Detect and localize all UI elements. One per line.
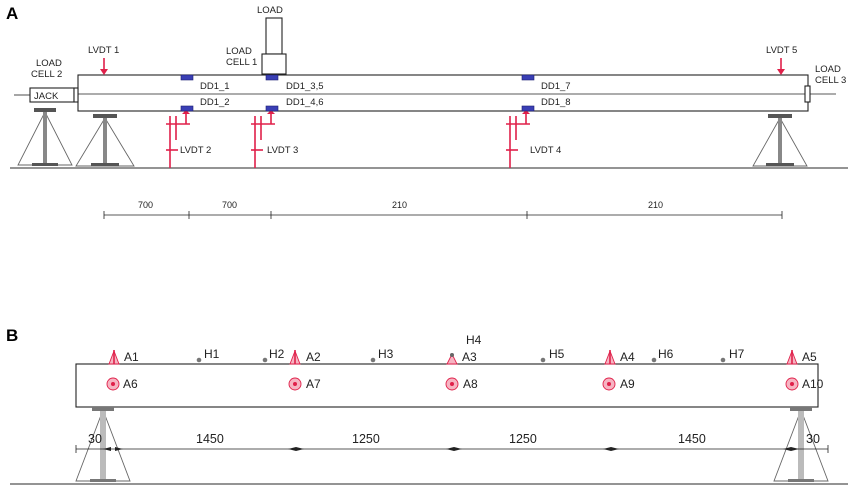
marker-h1 <box>196 357 202 363</box>
marker-h3-label: H3 <box>378 347 394 361</box>
sensor-a9-label: A9 <box>620 377 635 391</box>
support-left <box>75 114 135 167</box>
support-right <box>752 114 808 167</box>
sensor-a8 <box>445 377 459 391</box>
gauge-dd1-1 <box>180 74 194 81</box>
dim-a-3: 210 <box>392 200 407 210</box>
dim-b-6: 30 <box>806 432 820 446</box>
dim-b-3: 1250 <box>352 432 380 446</box>
load-cell-1-label-line2: CELL 1 <box>226 57 257 68</box>
lvdt-5-arrow <box>777 58 785 75</box>
sensor-a1 <box>108 349 120 365</box>
sensor-a2-label: A2 <box>306 350 321 364</box>
lvdt-4-stand <box>506 110 530 168</box>
gauge-dd1-2 <box>180 105 194 112</box>
marker-h7 <box>720 357 726 363</box>
sensor-a9 <box>602 377 616 391</box>
gauge-dd1-7 <box>521 74 535 81</box>
jack-label: JACK <box>34 91 59 102</box>
lvdt-2-label: LVDT 2 <box>180 145 211 156</box>
marker-h2-label: H2 <box>269 347 285 361</box>
marker-h6-label: H6 <box>658 347 674 361</box>
dim-a-4: 210 <box>648 200 663 210</box>
dim-b-1: 30 <box>88 432 102 446</box>
sensor-a6 <box>106 377 120 391</box>
dimension-line-a <box>103 211 783 219</box>
sensor-a5 <box>786 349 798 365</box>
sensor-a4-label: A4 <box>620 350 635 364</box>
support-b-left <box>75 407 131 482</box>
load-cell-3-plate <box>804 85 811 103</box>
marker-h4-label: H4 <box>466 333 482 347</box>
lvdt-3-stand <box>251 110 275 168</box>
load-cell-1 <box>261 53 287 75</box>
support-b-right <box>773 407 829 482</box>
gauge-dd1-1-label: DD1_1 <box>200 81 230 92</box>
load-cell-3-label-line1: LOAD <box>815 64 841 75</box>
lvdt-2-stand <box>166 110 190 168</box>
sensor-a3-label: A3 <box>462 350 477 364</box>
sensor-a7 <box>288 377 302 391</box>
sensor-a3 <box>446 352 458 365</box>
sensor-a2 <box>289 349 301 365</box>
load-cell-1-label-line1: LOAD <box>226 46 252 57</box>
dim-a-1: 700 <box>138 200 153 210</box>
panel-b-letter: B <box>6 326 18 345</box>
lvdt-4-label: LVDT 4 <box>530 145 561 156</box>
lvdt-1-label: LVDT 1 <box>88 45 119 56</box>
sensor-a1-label: A1 <box>124 350 139 364</box>
lvdt-1-arrow <box>100 58 108 75</box>
dim-b-5: 1450 <box>678 432 706 446</box>
marker-h6 <box>651 357 657 363</box>
dimension-line-b <box>75 445 829 453</box>
dim-a-2: 700 <box>222 200 237 210</box>
gauge-dd1-3-5-label: DD1_3,5 <box>286 81 324 92</box>
panel-b: B A1 A2 <box>6 326 848 485</box>
load-label: LOAD <box>257 5 283 16</box>
load-cell-3-label-line2: CELL 3 <box>815 75 846 86</box>
gauge-dd1-4-6-label: DD1_4,6 <box>286 97 324 108</box>
marker-h5-label: H5 <box>549 347 565 361</box>
marker-h1-label: H1 <box>204 347 220 361</box>
marker-h2 <box>262 357 268 363</box>
sensor-a8-label: A8 <box>463 377 478 391</box>
load-cell-2-plate <box>73 87 79 103</box>
gauge-dd1-8-label: DD1_8 <box>541 97 571 108</box>
load-cell-2-label-line1: LOAD <box>36 58 62 69</box>
gauge-dd1-2-label: DD1_2 <box>200 97 230 108</box>
lvdt-5-label: LVDT 5 <box>766 45 797 56</box>
sensor-a6-label: A6 <box>123 377 138 391</box>
beam-a <box>77 74 809 112</box>
sensor-a5-label: A5 <box>802 350 817 364</box>
panel-a: A JACK LOAD CELL 2 LOAD CELL 3 LOAD LOAD… <box>6 4 848 219</box>
load-actuator <box>265 17 283 55</box>
dim-b-4: 1250 <box>509 432 537 446</box>
gauge-dd1-8 <box>521 105 535 112</box>
gauge-dd1-3-5 <box>265 74 279 81</box>
sensor-a7-label: A7 <box>306 377 321 391</box>
dim-b-2: 1450 <box>196 432 224 446</box>
marker-h7-label: H7 <box>729 347 745 361</box>
support-jack <box>17 108 73 166</box>
marker-h5 <box>540 357 546 363</box>
load-cell-2-label-line2: CELL 2 <box>31 69 62 80</box>
panel-a-letter: A <box>6 4 18 23</box>
sensor-a10-label: A10 <box>802 377 824 391</box>
marker-h3 <box>370 357 376 363</box>
sensor-a10 <box>785 377 799 391</box>
lvdt-3-label: LVDT 3 <box>267 145 298 156</box>
gauge-dd1-4-6 <box>265 105 279 112</box>
gauge-dd1-7-label: DD1_7 <box>541 81 571 92</box>
sensor-a4 <box>604 349 616 365</box>
